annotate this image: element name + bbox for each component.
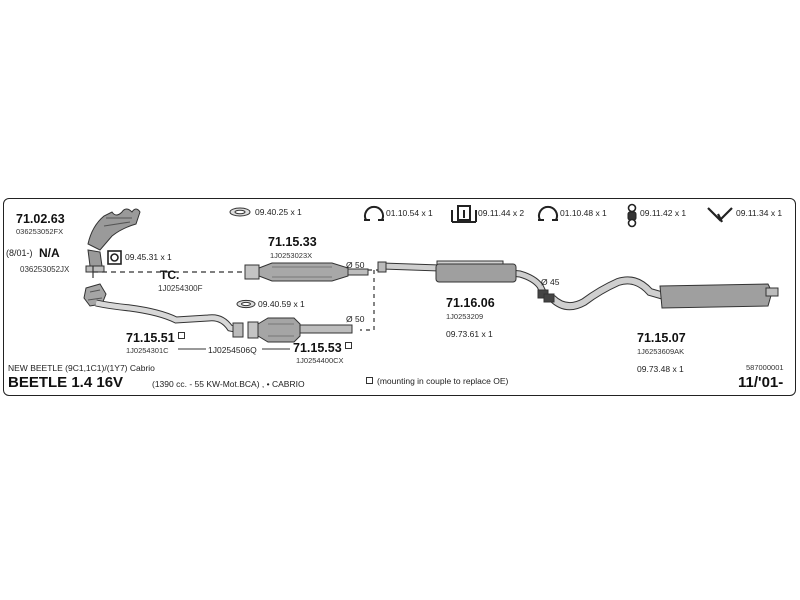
front-pipe-part[interactable] [95,299,244,338]
clamp-ring-icon-2 [538,205,558,221]
middle-code[interactable]: 71.16.06 [446,296,495,310]
hanger-rod-icon [707,207,733,223]
rubber-hanger-icon [627,203,637,228]
vehicle-engine: BEETLE 1.4 16V [8,374,124,391]
manifold-oe: 036253052FX [16,227,64,236]
mid-diameter: Ø 50 [346,314,365,324]
lower-cat-code[interactable]: 71.15.53 [293,342,352,355]
lower-catalyst-part[interactable] [247,317,353,343]
vehicle-spec: (1390 cc. - 55 KW-Mot.BCA) , • CABRIO [152,379,305,389]
upper-cat-oe: 1J0253023X [270,251,313,260]
bracket-icon [451,205,477,223]
square-gasket-icon [107,250,122,265]
tc-code[interactable]: TC. [160,268,180,282]
ring-gasket-icon [229,207,251,217]
couple-mark-icon-2 [344,342,352,349]
rear-oe: 1J6253609AK [637,347,685,356]
ring-gasket-icon-mid [236,299,256,309]
rear-silencer-part[interactable] [543,276,779,311]
upper-catalyst-part[interactable] [244,262,369,282]
accessory-label-2: 09.11.44 x 2 [478,208,525,218]
accessory-label-4: 09.11.42 x 1 [640,208,687,218]
couple-mark-icon-3 [366,377,373,384]
mounting-note: (mounting in couple to replace OE) [366,377,508,386]
front-pipe-oe: 1J0254301C [126,346,169,355]
manifold-part[interactable] [85,208,141,273]
accessory-label-5: 09.11.34 x 1 [736,208,783,218]
ring-top-label: 09.40.25 x 1 [255,207,302,217]
middle-oe: 1J0253209 [446,312,484,321]
middle-silencer-part[interactable] [377,260,549,299]
rear-accessory: 09.73.48 x 1 [637,364,684,374]
variant-year: (8/01-) [6,248,33,258]
middle-diameter: Ø 45 [541,277,560,287]
middle-accessory: 09.73.61 x 1 [446,329,493,339]
vehicle-model: NEW BEETLE (9C1,1C1)/(1Y7) Cabrio [8,363,155,373]
variant-code[interactable]: N/A [39,246,60,260]
front-pipe-code[interactable]: 71.15.51 [126,332,185,345]
upper-cat-code[interactable]: 71.15.33 [268,235,317,249]
lower-cat-oe: 1J0254400CX [296,356,344,365]
ring-mid-label: 09.40.59 x 1 [258,299,305,309]
accessory-label-1: 01.10.54 x 1 [386,208,433,218]
clamp-ring-icon [364,205,384,221]
front-pipe-link-oe: 1J0254506Q [208,345,257,355]
manifold-code[interactable]: 71.02.63 [16,212,65,226]
couple-mark-icon [177,332,185,339]
variant-oe: 036253052JX [20,265,70,274]
upper-cat-diameter: Ø 50 [346,260,365,270]
rear-code[interactable]: 71.15.07 [637,331,686,345]
gasket-square-label: 09.45.31 x 1 [125,252,172,262]
accessory-label-3: 01.10.48 x 1 [560,208,607,218]
vehicle-date: 11/'01- [738,374,784,391]
vehicle-ref: 587000001 [746,363,784,372]
tc-oe: 1J0254300F [158,284,203,293]
